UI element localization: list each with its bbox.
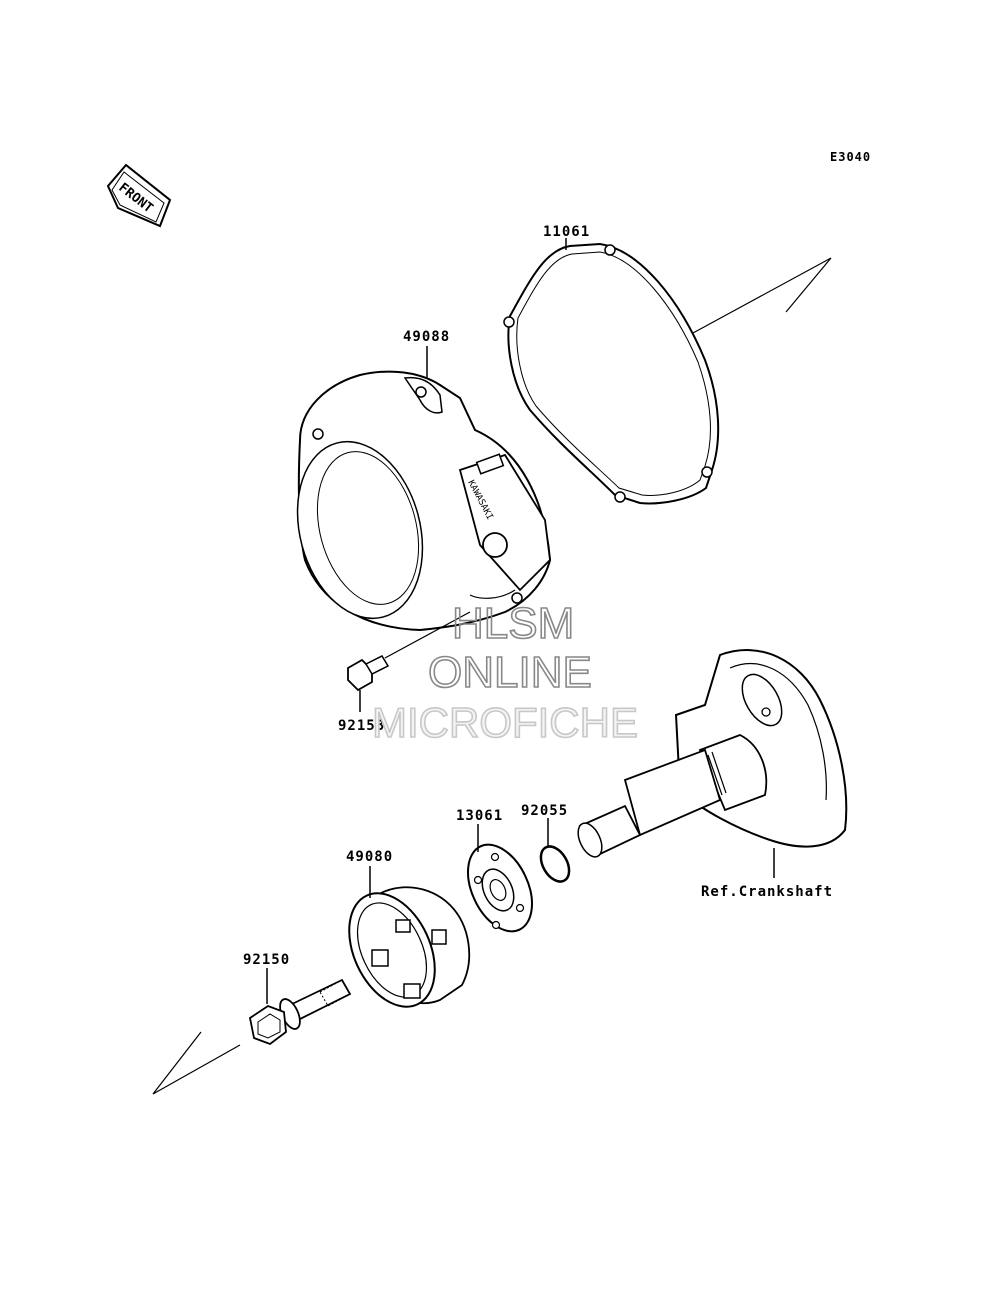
watermark-line-2: ONLINE: [428, 648, 592, 697]
part-label-92150: 92150: [243, 952, 290, 968]
assembly-axis-upper: [692, 257, 832, 334]
starter-pulley-49080: [348, 866, 471, 1008]
hub-13061: [467, 824, 533, 933]
part-label-11061: 11061: [543, 224, 590, 240]
assembly-axis-lower: [152, 1031, 241, 1095]
bolt-92150: [248, 968, 352, 1046]
part-label-92055: 92055: [521, 803, 568, 819]
part-label-92153: 92153: [338, 718, 385, 734]
recoil-starter-cover-49088: KAWASAKI: [296, 346, 552, 632]
watermark-line-3: MICROFICHE: [372, 699, 638, 746]
crankshaft: [577, 649, 848, 878]
part-label-49088: 49088: [403, 329, 450, 345]
part-label-49080: 49080: [346, 849, 393, 865]
gasket-11061: [503, 238, 720, 505]
reference-label-crankshaft: Ref.Crankshaft: [701, 884, 833, 900]
diagram-code: E3040: [830, 150, 871, 164]
o-ring-92055: [539, 818, 571, 883]
part-label-13061: 13061: [456, 808, 503, 824]
watermark: HLSM ONLINE MICROFICHE: [371, 598, 639, 747]
front-arrow-icon: FRONT: [106, 163, 172, 228]
bolt-92153: [347, 611, 471, 712]
watermark-line-1: HLSM: [452, 599, 574, 648]
